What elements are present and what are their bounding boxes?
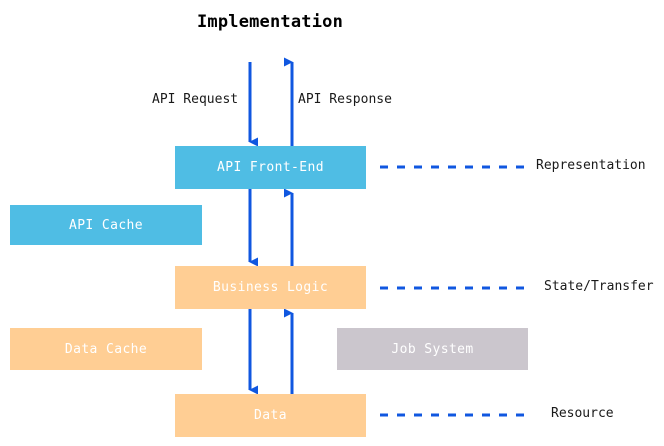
box-api-cache[interactable]: API Cache bbox=[10, 205, 202, 245]
box-api-front-end[interactable]: API Front-End bbox=[175, 146, 366, 189]
box-business-logic[interactable]: Business Logic bbox=[175, 266, 366, 309]
box-data[interactable]: Data bbox=[175, 394, 366, 437]
flow-label-request: API Request bbox=[152, 92, 239, 107]
page-title: Implementation bbox=[196, 12, 344, 32]
layer-label-state-transfer: State/Transfer bbox=[544, 279, 654, 294]
layer-label-resource: Resource bbox=[551, 406, 614, 421]
box-job-system[interactable]: Job System bbox=[337, 328, 528, 370]
flow-label-response: API Response bbox=[298, 92, 392, 107]
layer-label-representation: Representation bbox=[536, 158, 646, 173]
box-data-cache[interactable]: Data Cache bbox=[10, 328, 202, 370]
